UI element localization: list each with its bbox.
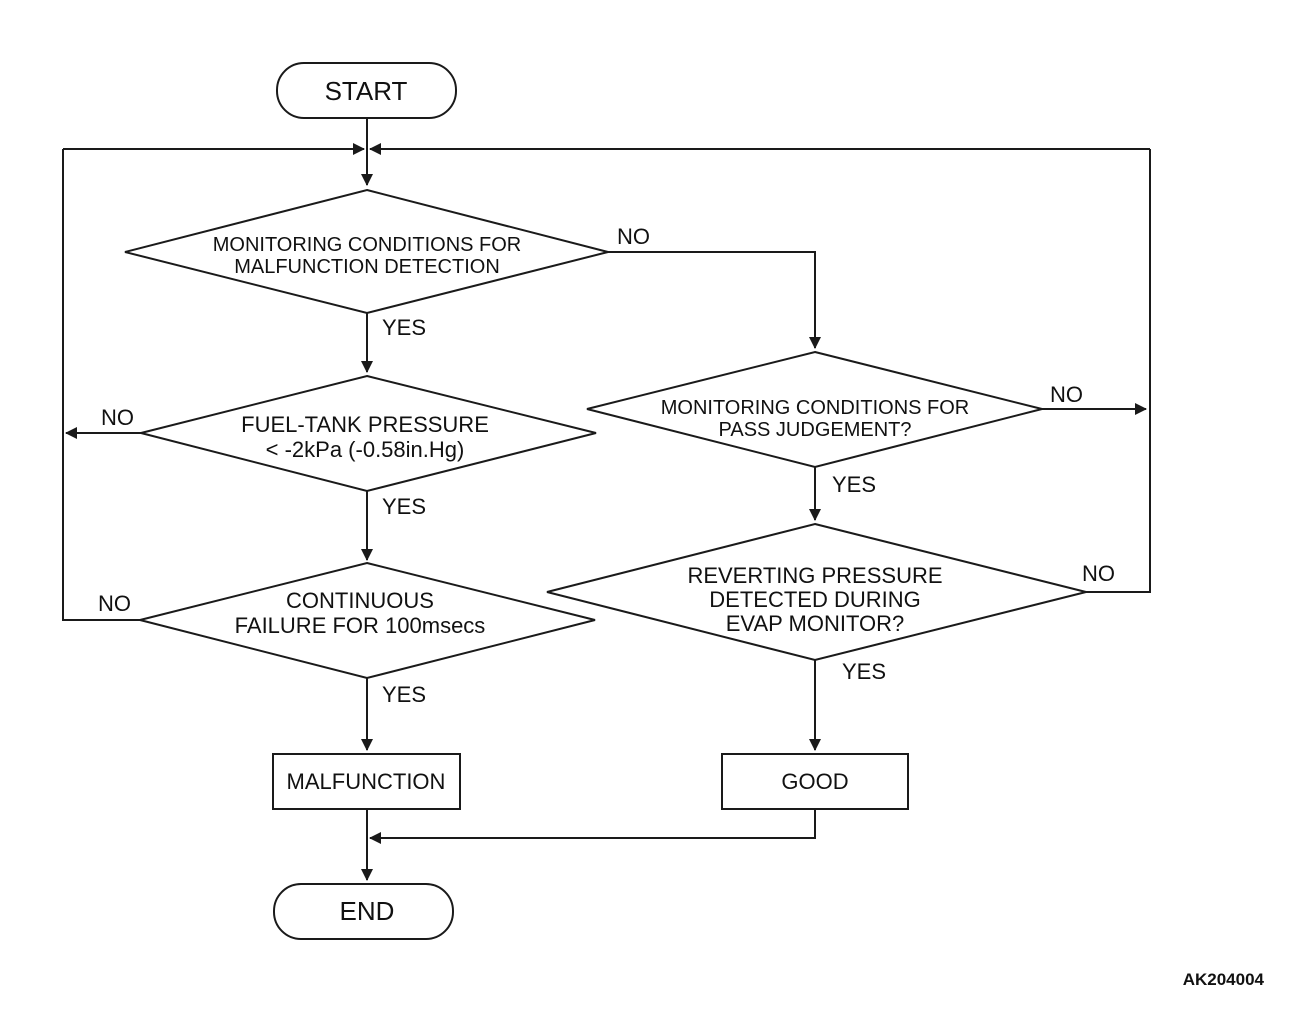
process-good: GOOD (721, 753, 909, 810)
fuel-tank-pressure-line1: FUEL-TANK PRESSURE (241, 412, 489, 437)
label-fuel-yes: YES (382, 494, 426, 519)
start-label: START (325, 76, 408, 106)
start-terminal: START (276, 62, 457, 119)
label-continuous-yes: YES (382, 682, 426, 707)
label-pass-no: NO (1050, 382, 1083, 407)
right-loop-line (1086, 149, 1151, 593)
label-reverting-no: NO (1082, 561, 1115, 586)
label-monitor-yes: YES (382, 315, 426, 340)
left-loop-line (62, 149, 140, 621)
label-monitor-no: NO (617, 224, 650, 249)
label-fuel-no: NO (101, 405, 134, 430)
monitor-malfunction-line1: MONITORING CONDITIONS FOR (213, 234, 522, 256)
connectors (62, 118, 1151, 881)
reverting-pressure-line2: DETECTED DURING (709, 587, 920, 612)
continuous-failure-line2: FAILURE FOR 100msecs (235, 613, 486, 638)
decision-fuel-tank-pressure: FUEL-TANK PRESSURE < -2kPa (-0.58in.Hg) (140, 374, 597, 493)
figure-code: AK204004 (1183, 970, 1265, 989)
monitor-pass-line2: PASS JUDGEMENT? (719, 419, 912, 441)
decision-monitor-malfunction: MONITORING CONDITIONS FOR MALFUNCTION DE… (124, 188, 609, 315)
branch-labels: NO YES NO YES NO YES NO YES NO YES (98, 224, 1115, 707)
end-label: END (340, 896, 395, 926)
decision-reverting-pressure: REVERTING PRESSURE DETECTED DURING EVAP … (546, 522, 1087, 662)
reverting-pressure-line3: EVAP MONITOR? (726, 611, 905, 636)
monitor-pass-line1: MONITORING CONDITIONS FOR (661, 397, 970, 419)
decision-monitor-pass: MONITORING CONDITIONS FOR PASS JUDGEMENT… (586, 350, 1043, 469)
monitor-malfunction-line2: MALFUNCTION DETECTION (234, 256, 500, 278)
reverting-pressure-line1: REVERTING PRESSURE (687, 563, 942, 588)
decision-continuous-failure: CONTINUOUS FAILURE FOR 100msecs (139, 561, 596, 680)
label-continuous-no: NO (98, 591, 131, 616)
label-reverting-yes: YES (842, 659, 886, 684)
good-label: GOOD (781, 769, 848, 794)
malfunction-label: MALFUNCTION (287, 769, 446, 794)
arrow-good-to-end (369, 810, 816, 844)
process-malfunction: MALFUNCTION (272, 753, 461, 810)
arrow-monitor-no (608, 251, 821, 349)
end-terminal: END (273, 883, 454, 940)
label-pass-yes: YES (832, 472, 876, 497)
continuous-failure-line1: CONTINUOUS (286, 588, 434, 613)
fuel-tank-pressure-line2: < -2kPa (-0.58in.Hg) (266, 437, 465, 462)
